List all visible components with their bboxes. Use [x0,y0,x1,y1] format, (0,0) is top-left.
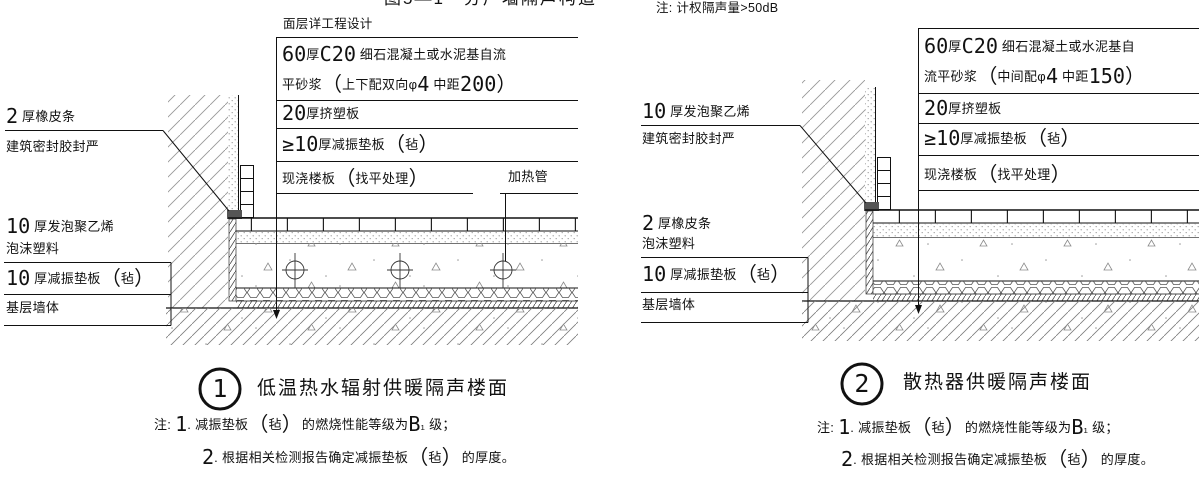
d1-callout-row1b: 平砂浆（上下配双向φ4 中距200） [282,72,517,96]
d1-label-pe-foam-1: 10 厚发泡聚乙烯 [6,214,114,238]
d1-label-damping-pad: 10 厚减振垫板（毡） [6,266,155,290]
d2-label-foam-plastic: 泡沫塑料 [642,236,696,251]
d1-label-pe-foam-2: 泡沫塑料 [6,241,60,256]
d1-surface-note: 面层详工程设计 [283,17,373,31]
d1-caption: 低温热水辐射供暖隔声楼面 [257,378,510,399]
detail-2-wall [802,80,876,301]
detail-1-leader-arrow [273,310,280,319]
detail-2-left-leaders [641,125,867,323]
d1-callout-row1a: 60厚C20 细石混凝土或水泥基自流 [282,42,507,66]
d2-callout-row2: 20厚挤塑板 [924,96,1002,120]
d2-label-damping-pad: 10 厚减振垫板（毡） [642,262,791,286]
detail-1-edge-strip [240,165,254,218]
detail-2-floor-layers [802,209,1199,341]
d2-callout-row3: ≥10厚减振垫板（毡） [924,126,1081,150]
d1-label-sealant: 建筑密封胶封严 [6,139,100,154]
d2-callout-row1a: 60厚C20 细石混凝土或水泥基自 [924,34,1135,58]
d2-label-rubber-strip: 2 厚橡皮条 [642,211,712,235]
acoustic-rating-note: 注: 计权隔声量>50dB [656,1,779,15]
detail-2-drawing [641,28,1199,406]
d1-callout-row3: ≥10厚减振垫板（毡） [282,132,439,156]
detail-1-sealant-blob [227,210,242,219]
d2-bubble-number: 2 [854,369,870,398]
detail-2-callout-box [918,28,1199,311]
d2-label-base-wall: 基层墙体 [642,297,696,312]
detail-2-edge-strip [877,157,891,210]
detail-2-felt-turnup [865,210,874,295]
d1-label-base-wall: 基层墙体 [6,300,60,315]
detail-2-sealant-blob [864,202,879,211]
detail-1-felt-turnup [228,218,237,302]
d1-callout-row4: 现浇楼板（找平处理） [282,166,429,190]
detail-1-callout-box [276,37,578,316]
detail-2-bubble [840,362,884,406]
detail-1-bubble [198,367,242,411]
detail-2-leader-arrow [915,305,922,314]
detail-1-left-leaders [4,130,230,326]
d2-label-pe-foam: 10 厚发泡聚乙烯 [642,99,750,123]
d2-note-2: 2. 根据相关检测报告确定减振垫板（毡）的厚度。 [841,447,1154,471]
figure-title: 图5—1 分户墙隔声构造 [384,0,597,8]
detail-1-floor-layers [166,217,578,345]
d2-callout-row4: 现浇楼板（找平处理） [924,162,1071,186]
d1-label-rubber-strip: 2 厚橡皮条 [6,104,76,128]
d1-callout-row2: 20厚挤塑板 [282,101,360,125]
d1-note-2: 2. 根据相关检测报告确定减振垫板（毡）的厚度。 [202,445,515,469]
d2-note-1: 注: 1. 减振垫板（毡）的燃烧性能等级为B₁ 级； [817,415,1119,439]
d2-label-sealant: 建筑密封胶封严 [642,131,736,146]
detail-1-drawing [4,37,578,411]
d1-bubble-number: 1 [212,374,228,403]
d1-note-1: 注: 1. 减振垫板（毡）的燃烧性能等级为B₁ 级； [154,412,456,436]
d2-caption: 散热器供暖隔声楼面 [903,372,1093,393]
d2-callout-row1b: 流平砂浆（中间配φ4 中距150） [924,64,1146,88]
heating-pipes [282,253,516,288]
detail-1-wall [168,95,239,308]
d1-heating-pipe-label: 加热管 [508,169,548,184]
